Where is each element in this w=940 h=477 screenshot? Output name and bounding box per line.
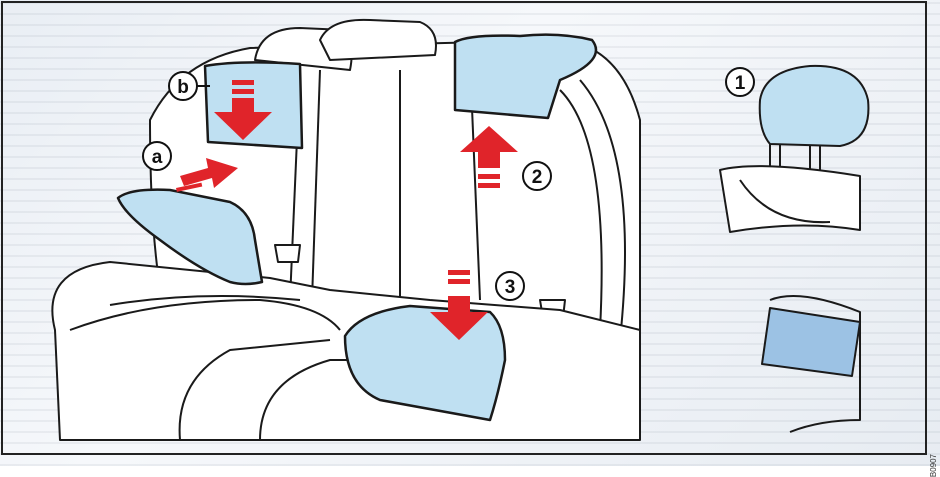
seat-top-detail [720, 166, 860, 232]
callout-a: a [143, 142, 171, 170]
callout-a-label: a [152, 147, 163, 168]
arrow-bar [448, 279, 470, 284]
seat-diagram: b a 2 3 1 B0907 [0, 0, 940, 466]
headrest-middle [320, 20, 436, 60]
arrow-bar [232, 89, 254, 94]
buckle-left [275, 245, 300, 262]
callout-3-label: 3 [505, 277, 516, 298]
callout-1-label: 1 [735, 73, 746, 94]
callout-2: 2 [523, 162, 551, 190]
illustration: b a 2 3 1 [0, 0, 940, 466]
callout-3: 3 [496, 272, 524, 300]
callout-2-label: 2 [532, 167, 543, 188]
callout-1: 1 [726, 68, 754, 96]
detail-hatch [762, 296, 860, 432]
arrow-bar [478, 183, 500, 188]
arrow-bar [448, 270, 470, 275]
headrest-detail-part [760, 66, 869, 146]
arrow-bar [232, 80, 254, 85]
callout-b-label: b [177, 77, 189, 98]
hatch-mesh-part [762, 308, 860, 376]
arrow-bar [478, 174, 500, 179]
